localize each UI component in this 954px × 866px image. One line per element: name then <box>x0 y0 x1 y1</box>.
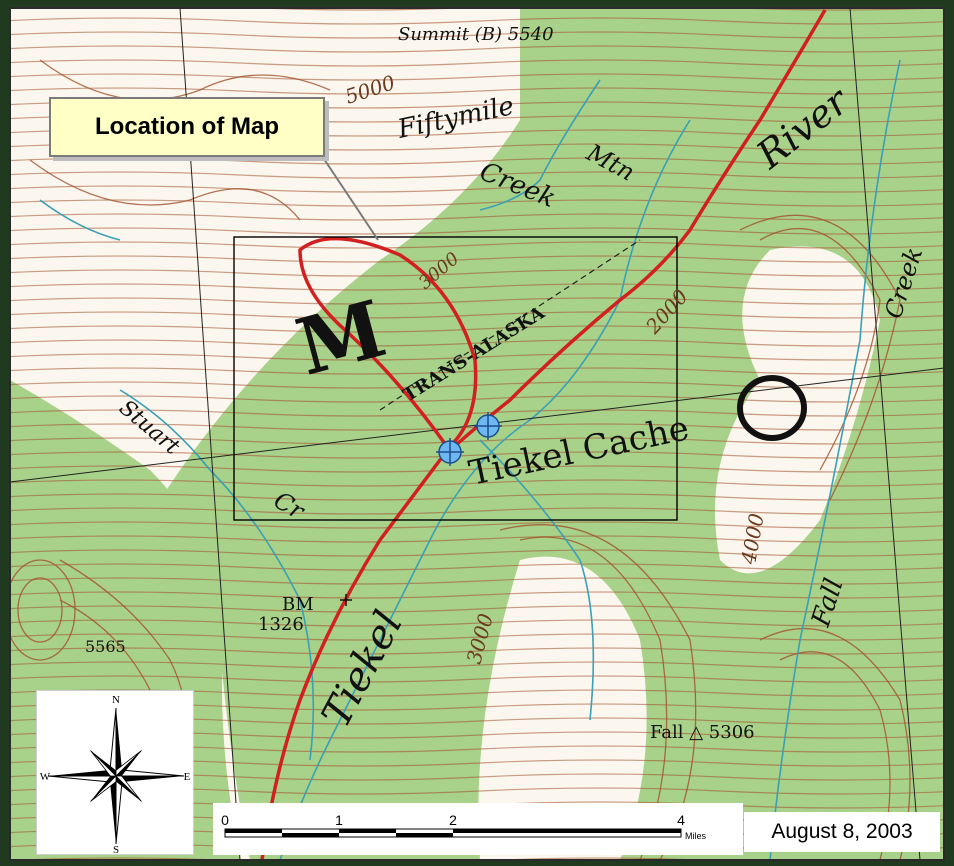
site-marker-1[interactable] <box>436 438 464 466</box>
compass-s: S <box>113 844 119 856</box>
scale-bar: 0 1 2 4 Miles <box>213 803 743 855</box>
callout-label: Location of Map <box>95 113 279 140</box>
label-summit: Summit (B) 5540 <box>398 24 554 45</box>
label-bm-elev: 1326 <box>258 614 304 635</box>
compass-rose-icon: N S E W <box>40 694 191 856</box>
label-bm: BM <box>282 594 314 615</box>
scale-seg-2 <box>282 833 339 837</box>
route-loop <box>298 236 478 451</box>
scale-seg-5 <box>453 829 681 833</box>
label-spot-5565: 5565 <box>85 637 126 656</box>
creeks <box>39 59 901 860</box>
site-marker-2[interactable] <box>474 412 502 440</box>
compass-w: W <box>40 771 51 783</box>
scale-tick-4: 4 <box>677 812 685 828</box>
pipeline-line <box>379 239 641 411</box>
scale-tick-2: 2 <box>449 812 457 828</box>
map-extent-box <box>233 236 678 521</box>
map-date: August 8, 2003 <box>744 812 940 852</box>
callout-leader <box>317 149 379 241</box>
label-fall-spot: Fall △ 5306 <box>650 722 755 743</box>
benchmark-marker <box>340 594 352 606</box>
scale-tick-1: 1 <box>335 812 343 828</box>
north-arrow: N S E W <box>36 690 194 856</box>
map-border <box>9 7 945 861</box>
compass-e: E <box>184 771 191 783</box>
highway <box>260 9 827 860</box>
scale-tick-0: 0 <box>221 812 229 828</box>
location-of-map-callout: Location of Map <box>49 97 325 157</box>
date-text: August 8, 2003 <box>771 820 913 843</box>
scale-seg-3 <box>339 829 396 833</box>
big-letter-o <box>737 375 807 441</box>
scale-units: Miles <box>685 831 707 841</box>
scale-seg-1 <box>225 829 282 833</box>
compass-n: N <box>112 694 120 706</box>
scale-seg-4 <box>396 833 453 837</box>
